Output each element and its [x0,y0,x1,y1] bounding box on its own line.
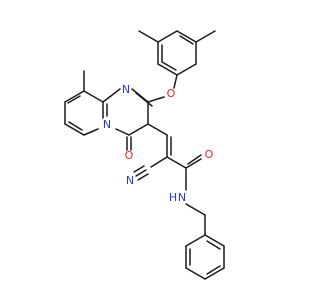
n-nitrile-label: N [126,174,134,187]
h-amide-label: H [169,191,177,204]
ether-bonds [147,74,178,103]
n-ring-top-label: N [122,83,130,96]
benzyl-ring [185,234,225,280]
o-ether-label: O [167,87,176,100]
aryl-methyl-groups [138,30,216,43]
pyrimidinone-ring [102,88,153,136]
pyridine-ring [64,90,104,136]
amide-group [166,154,202,191]
dimethylphenyl-ring [157,30,197,76]
ketone-bond [126,136,132,151]
vinyl-chain [147,123,172,158]
n-amide-label: N [178,191,186,204]
o-amide-label: O [205,148,214,161]
molecule-diagram: N N O O N O N H [64,30,225,280]
n-ring-fused-label: N [103,118,111,131]
o-ketone-label: O [125,149,134,162]
structure-svg: N N O O N O N H [64,30,225,280]
nitrile-group [133,156,168,181]
benzyl-linker [185,203,206,236]
